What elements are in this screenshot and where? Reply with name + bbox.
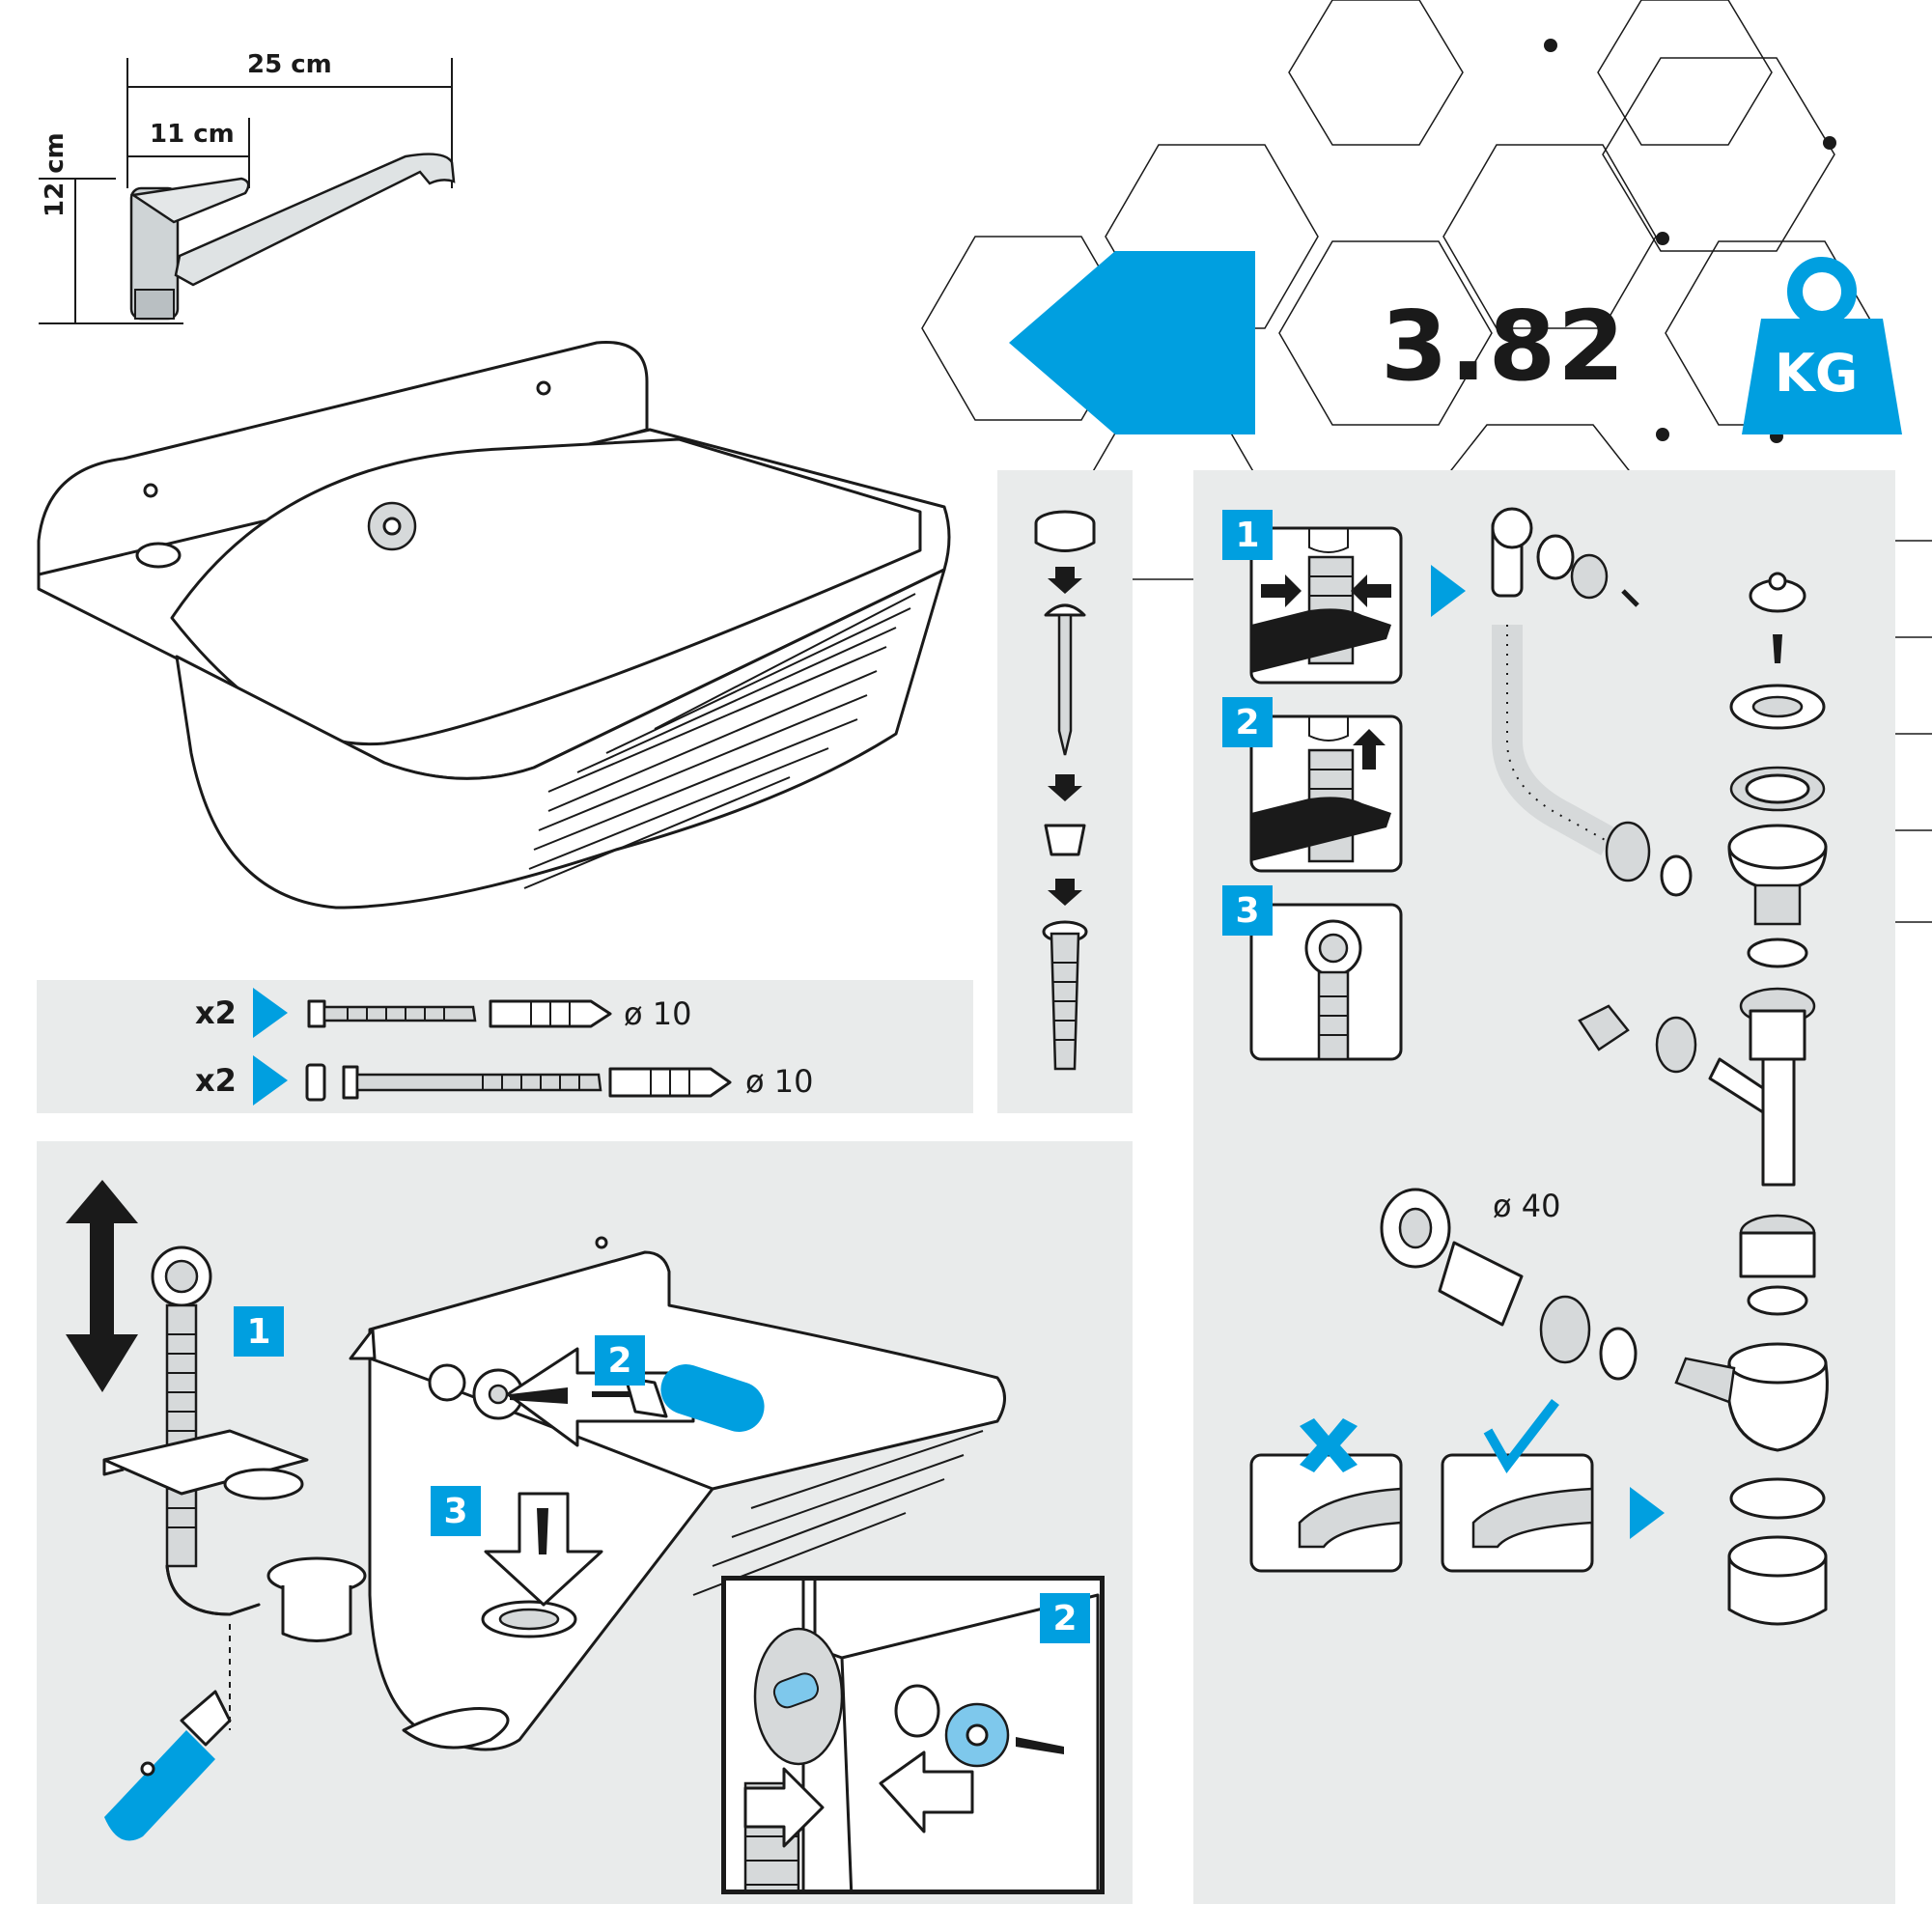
- sink-drawing: [37, 341, 951, 910]
- fixing-diameter-2: ø 10: [745, 1063, 814, 1100]
- anchor-sequence-drawing: [1034, 510, 1096, 1071]
- install-step-2: 2: [595, 1335, 645, 1386]
- weight-value: 3.82: [1381, 290, 1627, 403]
- install-step-3: 3: [431, 1486, 481, 1536]
- fixings-drawing: [253, 988, 732, 1106]
- installation-drawing: [66, 1180, 1006, 1841]
- inset-step-badge: 2: [1040, 1593, 1090, 1643]
- cross-icon: [1300, 1418, 1358, 1472]
- fixing-qty-2: x2: [195, 1062, 237, 1099]
- arrow-left-icon: [1009, 251, 1255, 434]
- hose-step-3: 3: [1222, 885, 1273, 936]
- weight-icon: [1742, 257, 1902, 434]
- hand-icon: [1251, 608, 1391, 673]
- weight-unit: KG: [1775, 343, 1859, 404]
- inset-drawing: [743, 1581, 1100, 1890]
- pipe-diameter: ø 40: [1493, 1188, 1561, 1224]
- fixing-qty-1: x2: [195, 994, 237, 1031]
- faucet-dimension-drawing: [39, 58, 456, 324]
- inset-detail: [721, 1576, 1105, 1894]
- faucet-width-total: 25 cm: [247, 50, 332, 79]
- cutter-knife-icon: [104, 1690, 232, 1841]
- faucet-width-body: 11 cm: [150, 120, 235, 149]
- drain-assembly-drawing: [1249, 507, 1829, 1626]
- faucet-height: 12 cm: [41, 132, 70, 217]
- fixing-diameter-1: ø 10: [624, 995, 692, 1032]
- screwdriver-icon: [592, 1364, 765, 1432]
- hose-step-1: 1: [1222, 510, 1273, 560]
- check-icon: [1483, 1398, 1559, 1474]
- install-step-1: 1: [234, 1306, 284, 1357]
- hose-step-2: 2: [1222, 697, 1273, 747]
